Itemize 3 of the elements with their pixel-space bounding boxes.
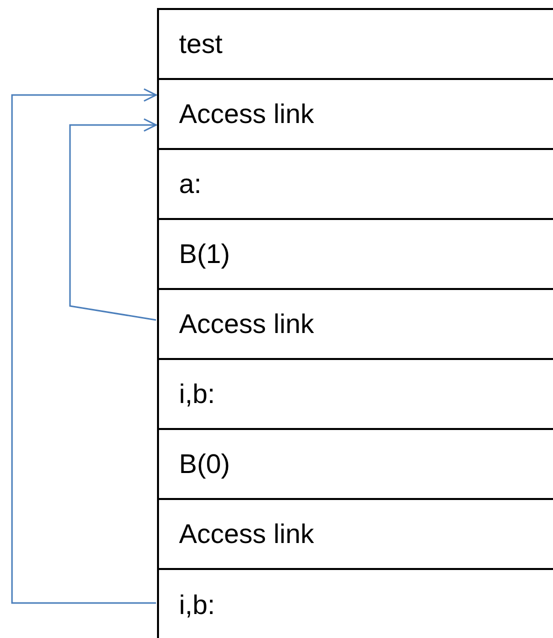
arrow xyxy=(69,118,157,321)
arrow xyxy=(11,88,157,604)
stack-frame-cell: test xyxy=(157,8,553,80)
